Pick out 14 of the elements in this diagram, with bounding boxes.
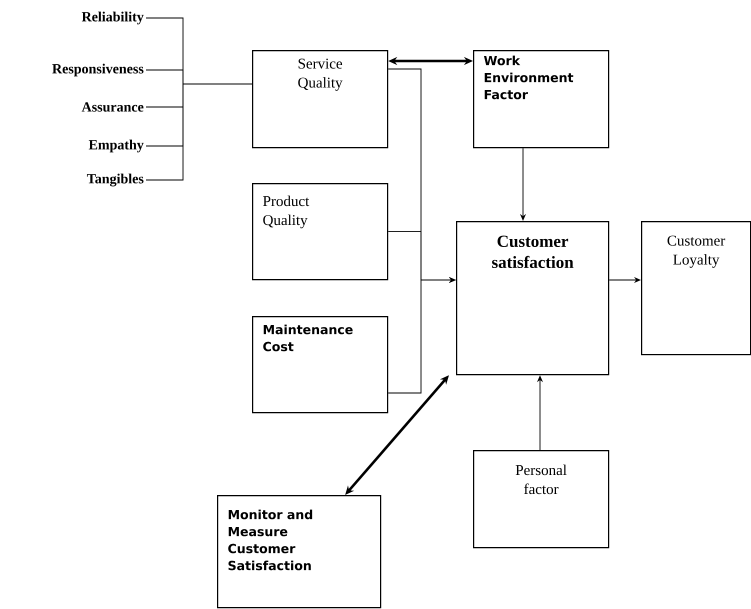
factor-box: Customer satisfaction xyxy=(456,221,610,376)
dimension-label: Reliability xyxy=(82,12,144,24)
factor-box: Monitor and Measure Customer Satisfaction xyxy=(217,495,382,608)
factor-box: Product Quality xyxy=(252,183,388,280)
dimension-label: Assurance xyxy=(82,102,144,112)
connector-line xyxy=(146,84,252,180)
dimension-label: Empathy xyxy=(88,140,144,152)
factor-box: Personal factor xyxy=(473,450,610,548)
factor-box: Maintenance Cost xyxy=(252,316,388,414)
dimension-label: Responsiveness xyxy=(52,64,144,76)
factor-box: Service Quality xyxy=(252,50,388,148)
dimension-label: Tangibles xyxy=(86,174,144,186)
factor-box: Customer Loyalty xyxy=(641,221,751,356)
factor-box: Work Environment Factor xyxy=(473,50,610,148)
